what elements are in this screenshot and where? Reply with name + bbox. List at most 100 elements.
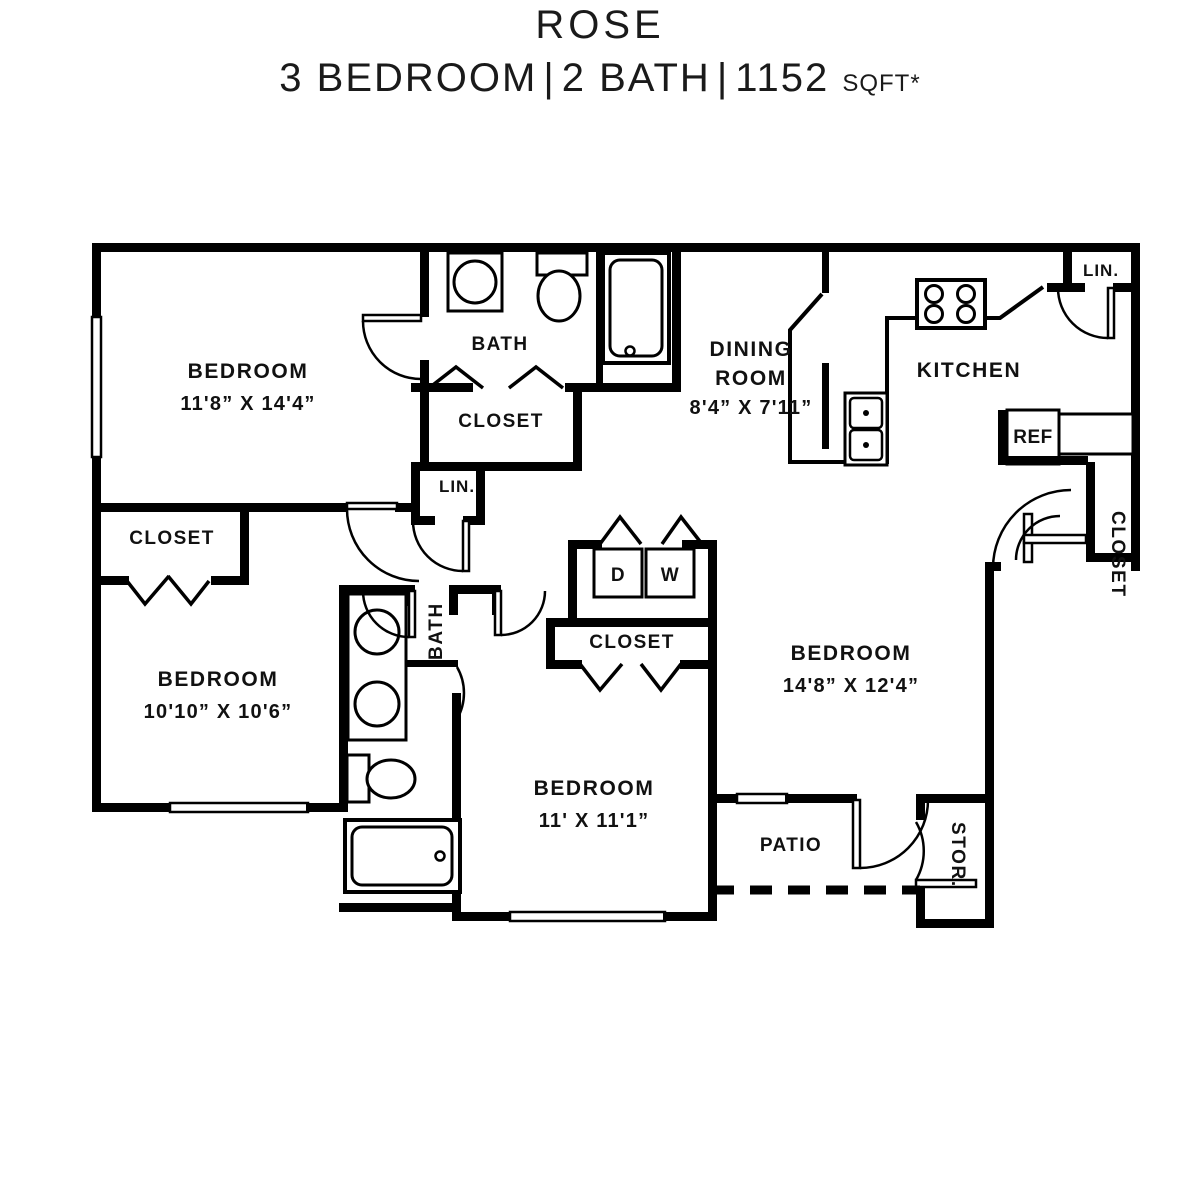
wall-dining-right bbox=[822, 363, 829, 449]
exterior-wall-left-upper bbox=[92, 243, 101, 315]
label-closet-left: CLOSET bbox=[129, 528, 214, 549]
kitchen-sink-icon bbox=[843, 391, 889, 467]
window-center-bedroom bbox=[508, 910, 667, 923]
door-panel-linen-hall bbox=[461, 519, 471, 573]
storage-door-panel bbox=[914, 878, 978, 889]
wall-left-bed-right bbox=[339, 585, 348, 812]
wall-mid-bath-inner-top bbox=[406, 660, 458, 667]
wall-mid-bath-bottom bbox=[339, 903, 461, 912]
wall-hall-door-jamb-a bbox=[449, 585, 458, 615]
label-kitchen: KITCHEN bbox=[917, 359, 1022, 382]
wall-linen-hall-left bbox=[411, 462, 420, 524]
wall-center-bed-bottom-l bbox=[452, 912, 512, 921]
wall-storage-right bbox=[985, 794, 994, 928]
label-closet-top: CLOSET bbox=[458, 411, 543, 432]
door-swing-linen-top bbox=[1056, 287, 1109, 340]
wall-center-bed-right bbox=[708, 800, 717, 920]
label-dryer: D bbox=[611, 565, 625, 586]
wall-linen-hall-bottom-r bbox=[463, 516, 485, 525]
labels-layer: BEDROOM 11'8” X 14'4” BATH CLOSET LIN. D… bbox=[129, 261, 1128, 888]
bifold-closet-top bbox=[427, 364, 565, 390]
wall-right-bed-left bbox=[708, 660, 717, 800]
plan-specs: 3 BEDROOM|2 BATH|1152 SQFT* bbox=[0, 56, 1200, 101]
patio-door-swing bbox=[859, 799, 930, 870]
wall-center-bed-bottom-r bbox=[663, 912, 717, 921]
wall-center-closet-left bbox=[546, 618, 555, 668]
wall-bath-right-edge bbox=[672, 243, 681, 391]
label-bedroom-left-dim: 10'10” X 10'6” bbox=[144, 701, 293, 723]
wall-kitchen-counter-bottom bbox=[998, 456, 1088, 465]
label-bedroom-right-dim: 14'8” X 12'4” bbox=[783, 675, 919, 697]
wall-closet-top-bottom bbox=[420, 462, 582, 471]
exterior-wall-left-lower bbox=[92, 503, 101, 812]
bifold-closet-left bbox=[125, 574, 211, 607]
wall-laundry-top-r bbox=[682, 540, 716, 549]
wall-laundry-left bbox=[568, 540, 577, 626]
plan-bedrooms: 3 BEDROOM bbox=[279, 56, 538, 100]
dryer-icon bbox=[592, 547, 644, 599]
bifold-closet-center bbox=[578, 662, 683, 693]
wall-master-bed-bottom bbox=[92, 503, 347, 512]
toilet-top-bath-icon bbox=[535, 251, 589, 323]
label-patio: PATIO bbox=[760, 835, 822, 856]
label-linen-top: LIN. bbox=[1083, 261, 1119, 280]
storage-door-swing bbox=[914, 821, 926, 881]
door-swing-linen-hall bbox=[411, 520, 464, 573]
wall-right-bed-right bbox=[985, 562, 994, 812]
label-bedroom-right-name: BEDROOM bbox=[791, 642, 912, 665]
plan-name: ROSE bbox=[535, 3, 665, 47]
spec-separator-1: | bbox=[543, 56, 556, 100]
label-storage: STOR. bbox=[947, 822, 968, 888]
label-refrigerator: REF bbox=[1013, 427, 1053, 448]
wall-master-bath-divider bbox=[420, 243, 429, 317]
patio-door-panel bbox=[851, 798, 862, 870]
bath-vanity-icon bbox=[346, 592, 408, 742]
wall-master-bed-bottom-right bbox=[395, 503, 411, 512]
wall-storage-left bbox=[916, 794, 925, 820]
wall-left-bed-bottom bbox=[92, 803, 172, 812]
entry-closet-door-lines bbox=[1022, 512, 1088, 564]
washer-icon bbox=[644, 547, 696, 599]
plan-caption: ROSE 3 BEDROOM|2 BATH|1152 SQFT* bbox=[0, 0, 1200, 101]
wall-center-closet-bottom-r bbox=[680, 660, 717, 669]
door-panel-master-bath bbox=[361, 313, 423, 323]
refrigerator-icon bbox=[998, 408, 1135, 466]
label-bedroom-left-name: BEDROOM bbox=[158, 668, 279, 691]
wall-closet-top-left bbox=[420, 383, 429, 470]
wall-left-closet-bottom-r bbox=[211, 576, 249, 585]
door-panel-master-hall bbox=[345, 501, 399, 511]
label-bedroom-master-dim: 11'8” X 14'4” bbox=[180, 393, 315, 415]
wall-left-closet-bottom-l bbox=[92, 576, 129, 585]
label-bedroom-center-dim: 11' X 11'1” bbox=[539, 810, 650, 832]
wall-linen-top-bottom-l bbox=[1047, 283, 1085, 292]
wall-storage-top bbox=[916, 794, 994, 803]
wall-storage-bottom bbox=[916, 919, 994, 928]
label-closet-entry: CLOSET bbox=[1107, 511, 1128, 598]
wall-linen-top-bottom-r bbox=[1113, 283, 1135, 292]
walls-layer bbox=[90, 243, 1140, 928]
wall-storage-left-lower bbox=[916, 880, 925, 928]
door-swing-master-bath bbox=[361, 320, 422, 381]
wall-linen-hall-bottom-l bbox=[411, 516, 435, 525]
entry-door-swing bbox=[991, 488, 1072, 569]
window-master-bedroom bbox=[90, 315, 103, 459]
entry-closet-door-swing bbox=[1014, 514, 1061, 561]
door-swing-mid-bath-hall bbox=[361, 590, 410, 639]
wall-master-bath-divider-lower bbox=[420, 360, 429, 390]
wall-center-closet-bottom-l bbox=[546, 660, 582, 669]
wall-linen-hall-right bbox=[476, 471, 485, 525]
wall-top-bath-bottom-right bbox=[565, 383, 681, 392]
toilet-mid-bath-icon bbox=[345, 753, 417, 804]
wall-patio-top-r bbox=[785, 794, 857, 803]
wall-mid-bath-top bbox=[339, 585, 415, 594]
bathtub-mid-icon bbox=[343, 818, 462, 894]
wall-center-closet-top bbox=[546, 618, 717, 627]
wall-left-bed-bottom-2 bbox=[306, 803, 348, 812]
wall-entry-closet-left bbox=[1086, 462, 1095, 562]
door-panel-linen-top bbox=[1106, 286, 1116, 340]
exterior-wall-left-mid bbox=[92, 455, 101, 509]
wall-entry-closet-bottom bbox=[1086, 553, 1140, 562]
exterior-wall-right bbox=[1131, 243, 1140, 571]
